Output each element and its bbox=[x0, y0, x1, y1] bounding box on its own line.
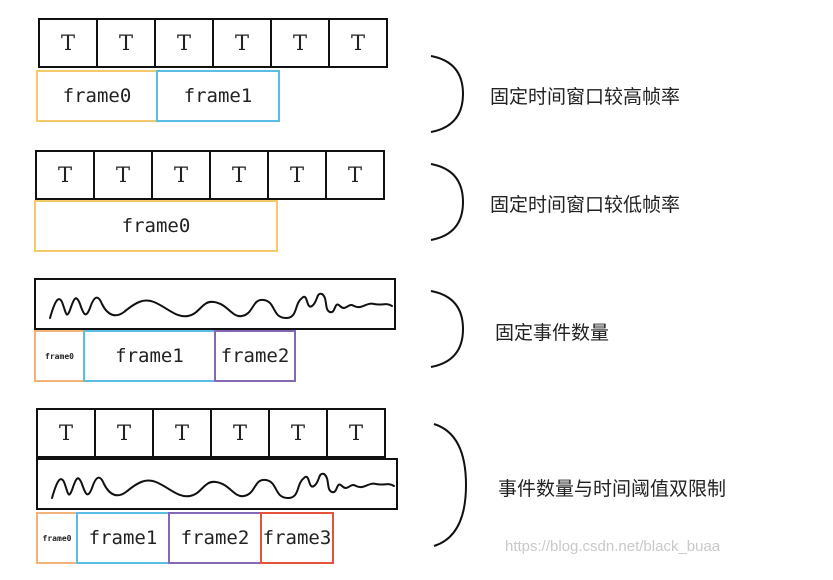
panel1-brace-icon bbox=[430, 55, 465, 133]
panel3-event-stream bbox=[34, 278, 396, 330]
time-slot: T bbox=[268, 408, 328, 458]
time-slot: T bbox=[267, 150, 327, 200]
time-slot: T bbox=[154, 18, 214, 68]
panel1-time-row: T T T T T T bbox=[38, 18, 388, 68]
time-slot: T bbox=[209, 150, 269, 200]
panel4-event-stream bbox=[36, 458, 398, 510]
panel3-caption: 固定事件数量 bbox=[495, 322, 610, 344]
time-slot: T bbox=[93, 150, 153, 200]
time-slot: T bbox=[210, 408, 270, 458]
panel1-caption: 固定时间窗口较高帧率 bbox=[490, 86, 681, 108]
time-slot: T bbox=[328, 18, 388, 68]
watermark: https://blog.csdn.net/black_buaa bbox=[505, 538, 721, 555]
panel4-frame1: frame1 bbox=[76, 512, 170, 564]
panel4-time-row: T T T T T T bbox=[36, 408, 386, 458]
panel3-frame1: frame1 bbox=[83, 330, 216, 382]
panel3-brace-icon bbox=[430, 290, 465, 368]
panel4-frame0: frame0 bbox=[36, 512, 78, 564]
time-slot: T bbox=[36, 408, 96, 458]
panel4-brace-icon bbox=[433, 423, 468, 547]
event-waveform-icon bbox=[51, 472, 395, 500]
time-slot: T bbox=[212, 18, 272, 68]
time-slot: T bbox=[270, 18, 330, 68]
panel2-time-row: T T T T T T bbox=[35, 150, 385, 200]
panel1-frame1: frame1 bbox=[156, 70, 280, 122]
panel4-frame3: frame3 bbox=[260, 512, 334, 564]
panel2-brace-icon bbox=[430, 163, 465, 241]
panel4-caption: 事件数量与时间阈值双限制 bbox=[498, 478, 727, 500]
panel1-frame0: frame0 bbox=[36, 70, 158, 122]
time-slot: T bbox=[325, 150, 385, 200]
panel2-caption: 固定时间窗口较低帧率 bbox=[490, 194, 681, 216]
time-slot: T bbox=[94, 408, 154, 458]
time-slot: T bbox=[151, 150, 211, 200]
panel3-frame2: frame2 bbox=[214, 330, 296, 382]
panel2-frame0: frame0 bbox=[34, 200, 278, 252]
event-waveform-icon bbox=[49, 292, 393, 320]
panel3-frame0: frame0 bbox=[34, 330, 85, 382]
time-slot: T bbox=[152, 408, 212, 458]
panel4-frame2: frame2 bbox=[168, 512, 262, 564]
time-slot: T bbox=[326, 408, 386, 458]
time-slot: T bbox=[96, 18, 156, 68]
time-slot: T bbox=[38, 18, 98, 68]
time-slot: T bbox=[35, 150, 95, 200]
